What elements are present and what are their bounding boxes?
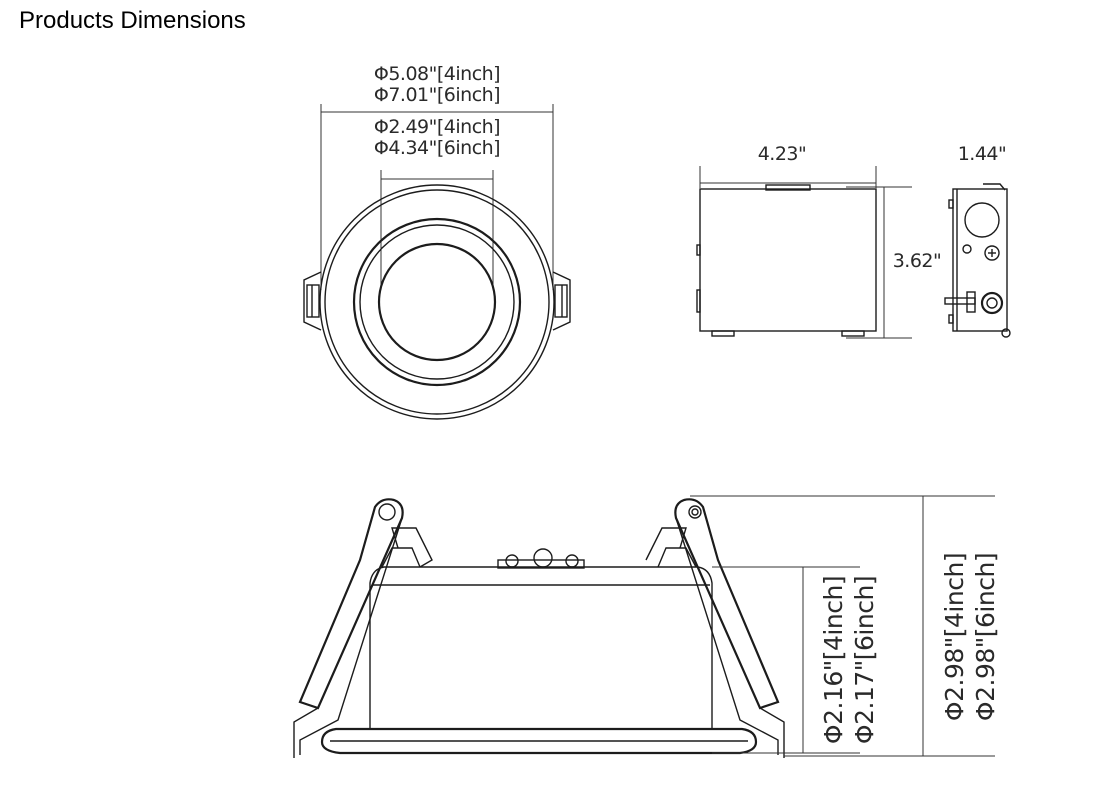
top-view-downlight: Φ5.08"[4inch] Φ7.01"[6inch] Φ2.49"[4inch…	[303, 63, 571, 420]
outer-diameter-6inch-label: Φ7.01"[6inch]	[374, 84, 500, 106]
page-title: Products Dimensions	[19, 7, 246, 34]
outer-diameter-4inch-label: Φ5.08"[4inch]	[374, 63, 500, 85]
body-height-4inch-label: Φ2.16"[4inch]	[819, 576, 848, 744]
side-view-downlight: Φ2.16"[4inch] Φ2.17"[6inch] Φ2.98"[4inch…	[293, 495, 1000, 758]
total-height-6inch-label: Φ2.98"[6inch]	[971, 553, 1000, 721]
inner-diameter-4inch-label: Φ2.49"[4inch]	[374, 116, 500, 138]
body-height-6inch-label: Φ2.17"[6inch]	[850, 576, 879, 744]
box-height-label: 3.62"	[893, 250, 942, 272]
total-height-4inch-label: Φ2.98"[4inch]	[940, 553, 969, 721]
junction-box-side-view: 1.44"	[944, 143, 1011, 338]
junction-box-front-view: 4.23" 3.62"	[696, 143, 945, 339]
inner-diameter-6inch-label: Φ4.34"[6inch]	[374, 137, 500, 159]
box-length-label: 4.23"	[758, 143, 807, 165]
box-width-label: 1.44"	[958, 143, 1007, 165]
